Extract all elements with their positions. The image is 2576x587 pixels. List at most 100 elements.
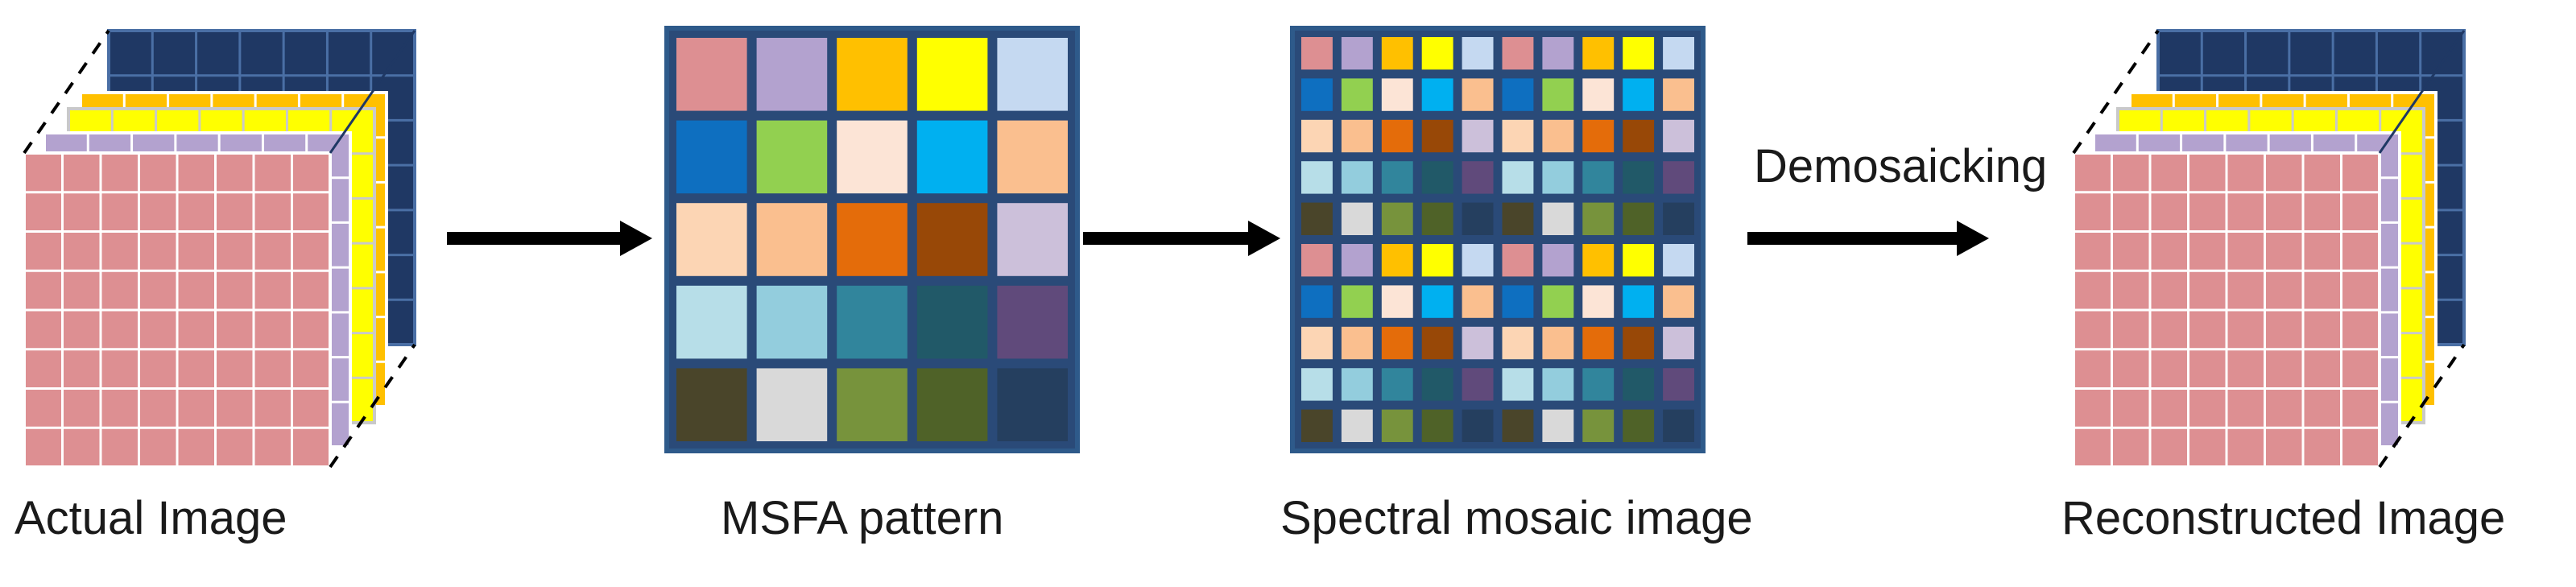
- band-pink: [2072, 151, 2381, 469]
- mosaic-cell: [1542, 244, 1574, 277]
- mosaic-cell: [1663, 368, 1694, 401]
- mosaic-cell: [1421, 409, 1453, 442]
- msfa-cell: [997, 38, 1068, 111]
- mosaic-cell: [1582, 285, 1615, 318]
- mosaic-cell: [1623, 368, 1655, 401]
- mosaic-cell: [1381, 37, 1413, 70]
- mosaic-cell: [1341, 37, 1373, 70]
- mosaic-cell: [1582, 37, 1615, 70]
- arrow-to-msfa: [447, 221, 652, 256]
- mosaic-cell: [1462, 326, 1494, 360]
- mosaic-cell: [1421, 202, 1453, 235]
- mosaic-cell: [1502, 119, 1534, 153]
- depth-edge: [2072, 29, 2160, 155]
- mosaic-cell: [1462, 409, 1494, 442]
- mosaic-cell: [1663, 119, 1694, 153]
- msfa-cell: [997, 120, 1068, 194]
- mosaic-cell: [1502, 37, 1534, 70]
- mosaic-cell: [1623, 326, 1655, 360]
- mosaic-cell: [1381, 78, 1413, 111]
- msfa-cell: [916, 285, 988, 359]
- caption-msfa-pattern: MSFA pattern: [721, 492, 1004, 544]
- mosaic-cell: [1502, 368, 1534, 401]
- msfa-cell: [756, 120, 828, 194]
- mosaic-cell: [1502, 285, 1534, 318]
- mosaic-cell: [1381, 368, 1413, 401]
- mosaic-cell: [1381, 285, 1413, 318]
- mosaic-cell: [1623, 244, 1655, 277]
- mosaic-cell: [1421, 78, 1453, 111]
- mosaic-cell: [1542, 326, 1574, 360]
- mosaic-cell: [1623, 119, 1655, 153]
- mosaic-cell: [1421, 285, 1453, 318]
- mosaic-cell: [1301, 161, 1333, 194]
- mosaic-cell: [1623, 202, 1655, 235]
- msfa-cell: [837, 203, 908, 276]
- mosaic-cell: [1462, 37, 1494, 70]
- mosaic-cell: [1341, 119, 1373, 153]
- mosaic-cell: [1502, 244, 1534, 277]
- mosaic-cell: [1502, 202, 1534, 235]
- msfa-cell: [756, 203, 828, 276]
- mosaic-cell: [1462, 161, 1494, 194]
- mosaic-cell: [1462, 285, 1494, 318]
- mosaic-cell: [1542, 285, 1574, 318]
- mosaic-cell: [1381, 161, 1413, 194]
- mosaic-cell: [1301, 202, 1333, 235]
- mosaic-cell: [1623, 161, 1655, 194]
- mosaic-cell: [1542, 202, 1574, 235]
- mosaic-cell: [1421, 244, 1453, 277]
- msfa-cell: [916, 120, 988, 194]
- msfa-cell: [676, 120, 747, 194]
- msfa-cell: [837, 368, 908, 441]
- mosaic-cell: [1582, 161, 1615, 194]
- mosaic-cell: [1462, 119, 1494, 153]
- msfa-cell: [997, 368, 1068, 441]
- mosaic-cell: [1421, 368, 1453, 401]
- mosaic-cell: [1542, 37, 1574, 70]
- mosaic-cell: [1462, 368, 1494, 401]
- mosaic-cell: [1421, 161, 1453, 194]
- msfa-cell: [676, 38, 747, 111]
- mosaic-cell: [1502, 78, 1534, 111]
- mosaic-cell: [1341, 285, 1373, 318]
- msfa-cell: [837, 120, 908, 194]
- mosaic-cell: [1301, 368, 1333, 401]
- mosaic-cell: [1623, 78, 1655, 111]
- mosaic-cell: [1341, 78, 1373, 111]
- mosaic-cell: [1542, 119, 1574, 153]
- spectral-mosaic-grid: [1290, 26, 1706, 453]
- arrow-to-mosaic-head: [1248, 221, 1280, 256]
- arrows: [447, 221, 1989, 256]
- caption-spectral-mosaic: Spectral mosaic image: [1280, 492, 1753, 544]
- arrow-demosaicking: [1747, 221, 1989, 256]
- mosaic-cell: [1623, 37, 1655, 70]
- mosaic-cell: [1582, 119, 1615, 153]
- mosaic-cell: [1301, 78, 1333, 111]
- msfa-cell: [837, 38, 908, 111]
- mosaic-cell: [1542, 409, 1574, 442]
- caption-reconstructed-image: Reconstructed Image: [2061, 492, 2506, 544]
- mosaic-cell: [1542, 78, 1574, 111]
- mosaic-cell: [1663, 326, 1694, 360]
- mosaic-cell: [1502, 326, 1534, 360]
- depth-edge: [23, 29, 110, 155]
- msfa-cell: [676, 285, 747, 359]
- msfa-cell: [676, 203, 747, 276]
- arrow-to-msfa-head: [620, 221, 652, 256]
- mosaic-cell: [1582, 326, 1615, 360]
- depth-edge: [329, 30, 416, 154]
- mosaic-cell: [1301, 119, 1333, 153]
- msfa-cell: [916, 38, 988, 111]
- mosaic-cell: [1663, 244, 1694, 277]
- mosaic-cell: [1582, 244, 1615, 277]
- mosaic-cell: [1381, 326, 1413, 360]
- msfa-cell: [756, 38, 828, 111]
- depth-edge: [2378, 343, 2466, 469]
- mosaic-cell: [1663, 202, 1694, 235]
- msfa-cell: [837, 285, 908, 359]
- mosaic-cell: [1663, 409, 1694, 442]
- msfa-cell: [756, 368, 828, 441]
- mosaic-cell: [1381, 409, 1413, 442]
